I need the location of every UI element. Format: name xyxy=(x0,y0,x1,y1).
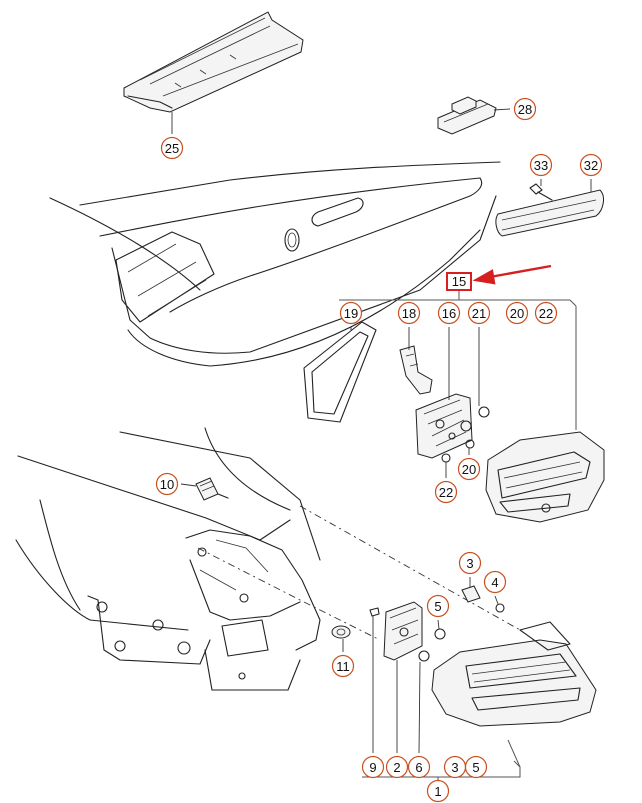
callout-number: 9 xyxy=(369,760,376,775)
callout-22: 22 xyxy=(534,301,558,325)
callout-number: 3 xyxy=(466,556,473,571)
part-28-plate-light xyxy=(437,96,497,135)
callout-number: 11 xyxy=(336,659,350,674)
callout-16: 16 xyxy=(437,301,461,325)
callout-circle xyxy=(534,301,558,325)
callout-18: 18 xyxy=(397,301,421,325)
callout-number: 5 xyxy=(472,760,479,775)
callout-circle xyxy=(397,301,421,325)
callout-20: 20 xyxy=(457,457,481,481)
red-arrow-icon xyxy=(472,264,552,285)
part-6-bulb xyxy=(418,650,430,662)
callout-5: 5 xyxy=(464,755,488,779)
callout-circle xyxy=(513,97,537,121)
callout-circle xyxy=(407,755,431,779)
callout-9: 9 xyxy=(361,755,385,779)
callout-5: 5 xyxy=(426,594,450,618)
callout-11: 11 xyxy=(331,654,355,678)
part-25-brake-light xyxy=(123,11,304,113)
callout-number: 1 xyxy=(434,784,441,799)
callout-1: 1 xyxy=(426,779,450,803)
part-5-bulb xyxy=(434,628,446,640)
callout-3: 3 xyxy=(443,755,467,779)
callout-circle xyxy=(437,301,461,325)
callout-circle xyxy=(385,755,409,779)
callout-number: 18 xyxy=(402,306,416,321)
callout-circle xyxy=(160,136,184,160)
part-33-screw xyxy=(529,183,553,201)
callout-number: 28 xyxy=(518,102,532,117)
callout-number: 4 xyxy=(491,575,498,590)
callout-number: 25 xyxy=(165,141,179,156)
callout-number: 20 xyxy=(462,462,476,477)
callout-number: 6 xyxy=(415,760,422,775)
highlight-box xyxy=(446,272,472,291)
callout-number: 22 xyxy=(439,485,453,500)
part-18-connector xyxy=(399,345,433,395)
part-21-bulbs xyxy=(460,406,490,449)
callout-number: 33 xyxy=(534,158,548,173)
part-16-bulb-holder xyxy=(415,393,473,459)
callout-circle xyxy=(426,779,450,803)
part-19-gasket xyxy=(303,321,377,423)
callout-32: 32 xyxy=(579,153,603,177)
callout-6: 6 xyxy=(407,755,431,779)
callout-number: 22 xyxy=(539,306,553,321)
part-2-bulb-holder xyxy=(383,601,423,661)
callout-number: 32 xyxy=(584,158,598,173)
callout-number: 10 xyxy=(160,477,174,492)
callout-number: 21 xyxy=(472,306,486,321)
callout-circle xyxy=(434,480,458,504)
callout-21: 21 xyxy=(467,301,491,325)
callout-10: 10 xyxy=(155,472,179,496)
callout-number: 20 xyxy=(510,306,524,321)
highlight-label: 15 xyxy=(452,274,466,289)
callout-circle xyxy=(483,570,507,594)
callout-19: 19 xyxy=(339,301,363,325)
callout-22: 22 xyxy=(434,480,458,504)
callout-circle xyxy=(467,301,491,325)
group-15-bracket xyxy=(339,289,577,430)
group-1-bracket xyxy=(362,739,521,780)
part-9-screw xyxy=(369,607,380,617)
part-11-grommet xyxy=(331,625,351,639)
inner-tail-light xyxy=(485,431,605,523)
callout-25: 25 xyxy=(160,136,184,160)
trunk-lid xyxy=(49,161,501,367)
callout-number: 16 xyxy=(442,306,456,321)
callout-2: 2 xyxy=(385,755,409,779)
callout-circle xyxy=(579,153,603,177)
callout-number: 2 xyxy=(393,760,400,775)
callout-circle xyxy=(458,551,482,575)
callout-number: 19 xyxy=(344,306,358,321)
outer-tail-light xyxy=(431,621,597,727)
part-22-bulbs xyxy=(441,453,451,463)
part-10-adjuster xyxy=(195,477,229,501)
callout-circle xyxy=(331,654,355,678)
callout-20: 20 xyxy=(505,301,529,325)
callout-circle xyxy=(464,755,488,779)
callout-33: 33 xyxy=(529,153,553,177)
part-4-bulb xyxy=(495,603,505,613)
callout-circle xyxy=(155,472,179,496)
callout-circle xyxy=(505,301,529,325)
callout-circle xyxy=(361,755,385,779)
callout-3: 3 xyxy=(458,551,482,575)
callout-number: 5 xyxy=(434,599,441,614)
callout-circle xyxy=(339,301,363,325)
callout-28: 28 xyxy=(513,97,537,121)
callout-circle xyxy=(457,457,481,481)
part-32-reflector xyxy=(495,189,604,237)
callout-number: 3 xyxy=(451,760,458,775)
part-3-socket xyxy=(461,585,481,603)
callout-4: 4 xyxy=(483,570,507,594)
highlighted-callout-15: 15 xyxy=(446,272,472,291)
callout-circle xyxy=(426,594,450,618)
rear-body-panel xyxy=(15,427,321,691)
callout-circle xyxy=(529,153,553,177)
